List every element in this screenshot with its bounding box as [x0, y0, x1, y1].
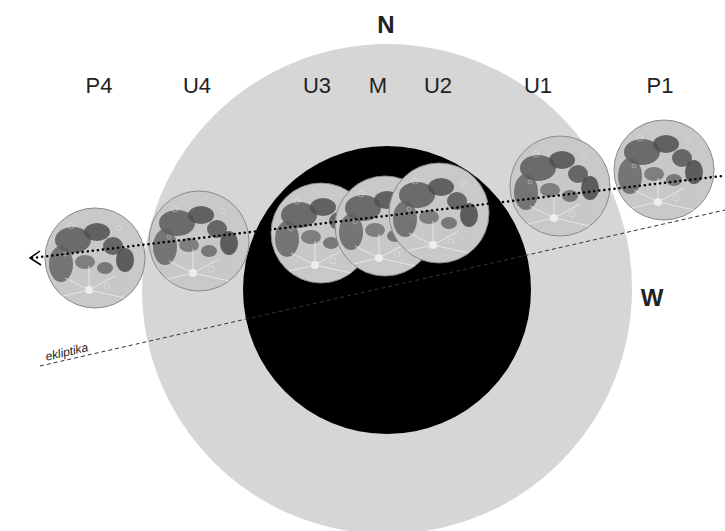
compass-label: W — [641, 286, 664, 310]
phase-label: U3 — [303, 75, 331, 97]
ecliptic-label: ekliptika — [45, 341, 90, 362]
phase-label: P1 — [647, 75, 674, 97]
umbra — [243, 146, 531, 434]
phase-label: M — [369, 75, 387, 97]
penumbra — [142, 44, 632, 531]
phase-label: U1 — [524, 75, 552, 97]
compass-label: N — [377, 13, 394, 37]
moon-path — [32, 176, 722, 258]
moon — [149, 191, 249, 291]
moon — [510, 136, 610, 236]
phase-label: P4 — [86, 75, 113, 97]
moon — [389, 163, 489, 263]
phase-label: U2 — [424, 75, 452, 97]
path-arrowhead — [30, 251, 41, 265]
phase-label: U4 — [183, 75, 211, 97]
moon — [45, 208, 145, 308]
moon — [614, 120, 714, 220]
